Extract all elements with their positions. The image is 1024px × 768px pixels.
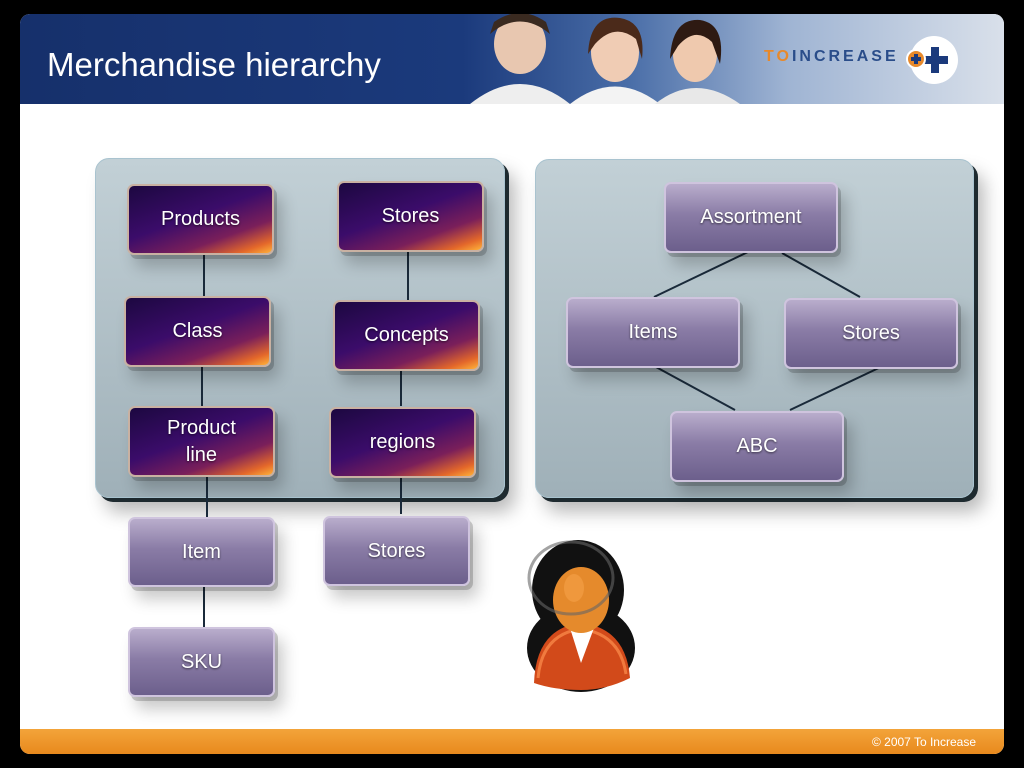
node-sku: SKU: [128, 627, 275, 697]
node-products: Products: [127, 184, 274, 255]
node-regions: regions: [329, 407, 476, 478]
node-product-line: Product line: [128, 406, 275, 477]
node-class: Class: [124, 296, 271, 367]
node-assortment: Assortment: [664, 182, 838, 253]
node-stores-bottom: Stores: [323, 516, 470, 586]
slide-title: Merchandise hierarchy: [47, 46, 381, 83]
logo-plus-icon: [906, 36, 958, 84]
company-logo-text: TOINCREASE: [764, 48, 899, 66]
node-stores-top: Stores: [337, 181, 484, 252]
node-abc: ABC: [670, 411, 844, 482]
node-items: Items: [566, 297, 740, 368]
node-stores-right: Stores: [784, 298, 958, 369]
node-concepts: Concepts: [333, 300, 480, 371]
logo-prefix: TO: [764, 48, 792, 65]
people-photo-illustration: [470, 14, 740, 104]
footer-bar: © 2007 To Increase: [20, 729, 1004, 754]
logo-text: INCREASE: [791, 48, 899, 65]
person-icon: [527, 540, 635, 692]
header-banner: Merchandise hierarchy TOINCREASE: [20, 14, 1004, 104]
node-item: Item: [128, 517, 275, 587]
copyright-text: © 2007 To Increase: [871, 735, 976, 749]
